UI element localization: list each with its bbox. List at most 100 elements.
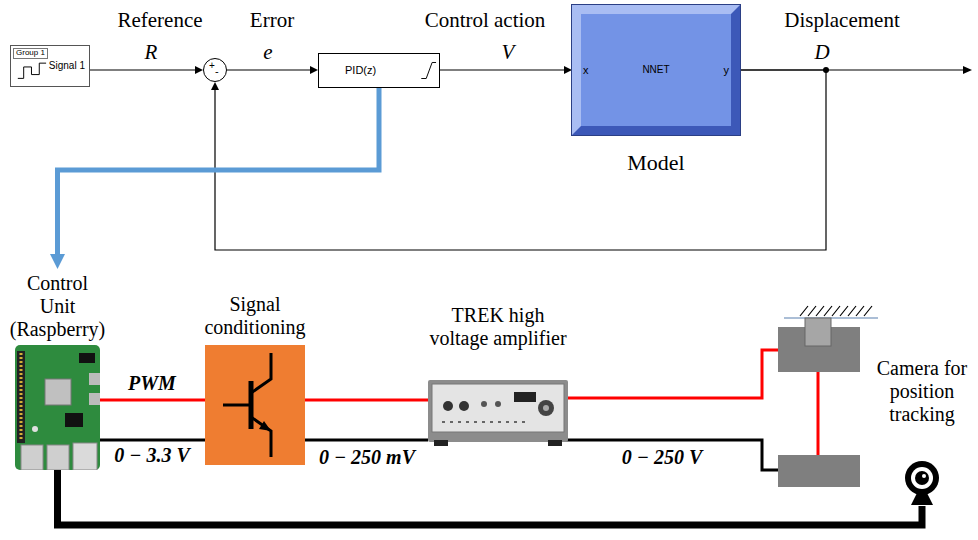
voltage-range: 0 − 250 V [622, 446, 702, 469]
signal-heading: Error [250, 8, 294, 32]
signal-symbol: R [145, 40, 158, 64]
connector [90, 66, 203, 74]
gpio-header [17, 351, 25, 443]
signal-name: PWM [128, 372, 176, 395]
voltage-range: 0 − 3.3 V [114, 444, 189, 467]
indicator-row [442, 421, 528, 423]
component-label: Signal conditioning [199, 293, 311, 339]
base-bar [249, 381, 254, 429]
connector-line [227, 69, 312, 70]
display [514, 392, 536, 402]
output-pin [543, 405, 549, 411]
emitter-arrow [259, 421, 271, 431]
high-voltage-wire [560, 350, 778, 398]
usb-port [47, 445, 69, 470]
block-label: NNET [642, 64, 669, 76]
connector-line [100, 399, 205, 402]
gpio-pins [20, 353, 23, 441]
connector [100, 440, 205, 441]
front-panel [432, 384, 564, 432]
support-hatching [800, 306, 872, 316]
hdmi-port [89, 373, 100, 385]
arrowhead [195, 66, 203, 74]
hdmi-port [89, 393, 100, 405]
port-label: y [724, 64, 730, 77]
connector [58, 470, 923, 525]
switch [481, 401, 487, 407]
connector-line [90, 69, 197, 70]
lens [915, 471, 929, 485]
port-label: x [583, 64, 589, 77]
connector [305, 400, 428, 401]
connector-line [58, 470, 923, 525]
ram-chip [65, 413, 83, 427]
signal-heading: Displacement [784, 8, 899, 32]
amplifier-picture [428, 378, 568, 446]
component-label: TREK high voltage amplifier [422, 304, 574, 350]
component-label: Camera for position tracking [874, 357, 970, 426]
pid-block: PID(z) [318, 53, 440, 88]
connector [50, 88, 379, 269]
camera-picture [902, 460, 942, 506]
foot [548, 440, 562, 446]
output-arrowhead [963, 66, 972, 74]
sign-minus: - [215, 65, 219, 78]
block-caption: Model [627, 150, 684, 175]
connector-line [440, 69, 566, 70]
connector [227, 66, 318, 74]
signal-symbol: D [814, 40, 829, 64]
cpu-chip [45, 379, 71, 405]
amplifier-case [428, 380, 568, 442]
pcb [15, 345, 100, 470]
block-label: PID(z) [345, 64, 376, 77]
connector [440, 66, 572, 74]
connector [100, 400, 205, 401]
saturation-icon [319, 54, 439, 87]
camera-body [905, 461, 939, 495]
wifi-chip [79, 353, 95, 363]
group-name: Group 1 [13, 48, 48, 59]
connector-line [100, 439, 205, 442]
high-voltage-amplifier: TREK high voltage amplifier [428, 378, 568, 446]
waveform [18, 63, 46, 78]
raspberry-pi-board: Control Unit (Raspberry) [15, 345, 100, 470]
connector-line [305, 399, 428, 402]
signal-symbol: V [502, 40, 515, 64]
ground-wire [560, 440, 778, 470]
connector-line [58, 88, 380, 259]
camera-icon: Camera for position tracking [902, 460, 942, 506]
raspberry-pi-picture [15, 345, 100, 470]
signal-conditioning-box: Signal conditioning [205, 345, 305, 465]
transistor-symbol [205, 345, 305, 465]
knob [443, 401, 453, 411]
sign-plus: + [209, 60, 215, 72]
signal-symbol: e [263, 40, 272, 64]
output-connector [538, 400, 554, 416]
lens-ring [911, 467, 933, 489]
switch [495, 401, 501, 407]
signal-heading: Control action [425, 8, 546, 32]
arrowhead [564, 66, 572, 74]
connector-line [305, 439, 428, 442]
arrowhead [211, 82, 219, 90]
collector-lead [251, 353, 271, 393]
lower-mass [778, 455, 860, 487]
actuator-film [817, 372, 820, 455]
knob [459, 401, 469, 411]
arrowhead [50, 254, 65, 269]
signal-name: Signal 1 [49, 60, 85, 72]
clamp-mount [805, 318, 831, 346]
sum-junction: +- [203, 58, 227, 82]
mount-hole [32, 426, 38, 432]
nnet-model-block: xNNETyModel [572, 5, 740, 135]
signal-heading: Reference [117, 8, 202, 32]
emitter-lead [251, 417, 271, 457]
arrowhead [310, 66, 318, 74]
base-lead [223, 404, 249, 407]
component-label: Control Unit (Raspberry) [8, 272, 108, 341]
foot [434, 440, 448, 446]
usb-port [21, 445, 43, 470]
connector [305, 440, 428, 441]
voltage-range: 0 − 250 mV [319, 446, 415, 469]
